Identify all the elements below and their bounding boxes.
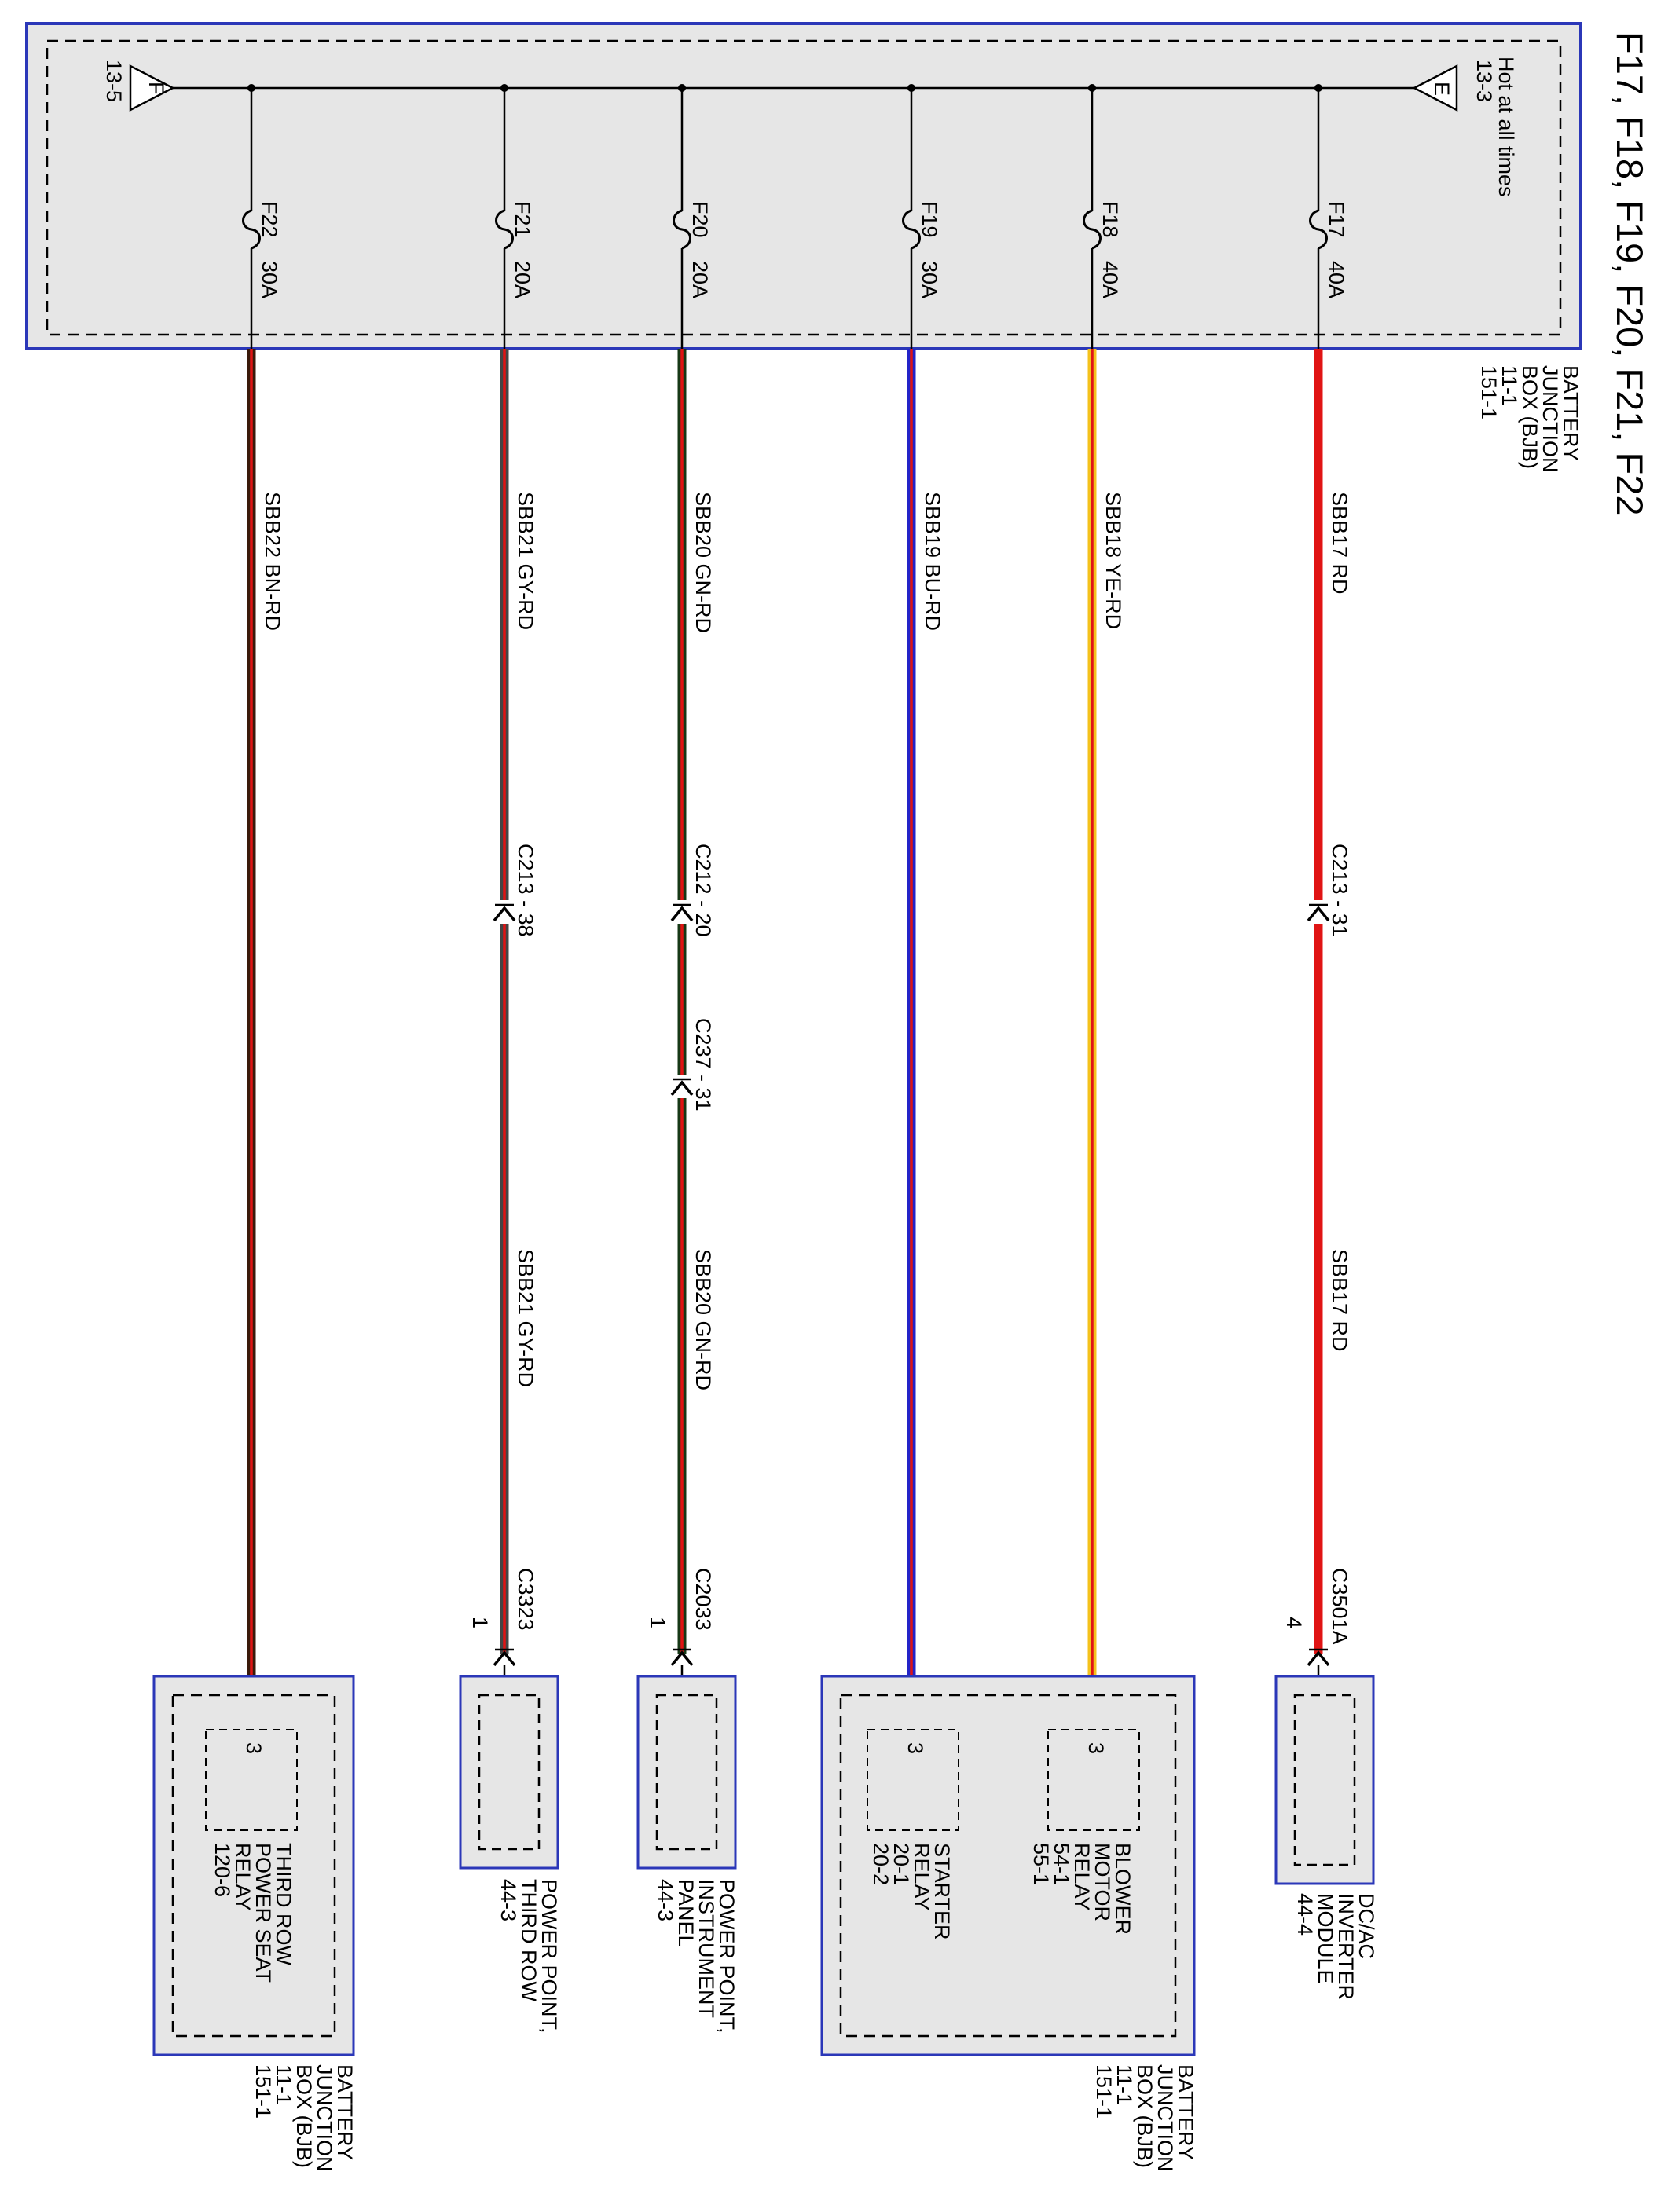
end-connector-f21-chevron <box>493 1650 516 1667</box>
connector-c212-f20-chevron <box>670 906 694 922</box>
fuse-rating-f19: 30A <box>918 261 941 298</box>
device-dcac-inverter-inner <box>1293 1694 1356 1866</box>
fuse-symbol-f22 <box>242 209 261 250</box>
off-page-ref-e-letter: E <box>1430 82 1454 96</box>
fuse-rating-f21: 20A <box>511 261 534 298</box>
fuse-label-f19: F19 <box>918 201 941 238</box>
off-page-ref-e-note: Hot at all times <box>1494 57 1518 197</box>
wire-label-f20: SBB20 GN-RD <box>691 492 715 633</box>
bjb-bottom-a: 3 BLOWER MOTOR RELAY 54-1 55-1 3 STARTER… <box>820 1675 1197 2177</box>
device-dcac-inverter-module: DC/AC INVERTER MODULE 44-4 <box>1274 1675 1378 2006</box>
off-page-ref-f-page: 13-5 <box>102 60 126 102</box>
wire-label-f17: SBB17 RD <box>1328 492 1351 595</box>
blower-motor-relay-label: BLOWER MOTOR RELAY 54-1 55-1 <box>1029 1843 1135 1941</box>
wire-label-2-f17: SBB17 RD <box>1328 1249 1351 1352</box>
fuse-label-f17: F17 <box>1325 201 1348 238</box>
bjb-bottom-a-inner <box>839 1694 1177 2038</box>
blower-motor-relay-box <box>1047 1729 1140 1831</box>
bjb-top-box <box>25 22 1582 350</box>
wire-label-f21: SBB21 GY-RD <box>514 492 537 630</box>
power-seat-relay-box <box>205 1729 298 1831</box>
fuse-symbol-f19 <box>902 209 921 250</box>
wire-label-f22: SBB22 BN-RD <box>261 492 284 631</box>
end-connector-pin-f17: 4 <box>1282 1617 1306 1628</box>
fuse-symbol-f18 <box>1083 209 1102 250</box>
power-seat-relay-pin: 3 <box>242 1742 266 1754</box>
device-power-point-third-row: POWER POINT, THIRD ROW 44-3 <box>459 1675 561 2039</box>
power-point-ip-inner <box>655 1694 718 1851</box>
power-point-3rd-inner <box>478 1694 541 1851</box>
wire-label-f19: SBB19 BU-RD <box>921 492 944 631</box>
bjb-bottom-b-box <box>152 1675 355 2056</box>
fuse-symbol-f17 <box>1309 209 1328 250</box>
power-seat-relay-label: THIRD ROW POWER SEAT RELAY 120-6 <box>211 1843 295 1988</box>
end-connector-label-f20: C2033 <box>691 1568 715 1631</box>
device-dcac-inverter-box <box>1274 1675 1375 1885</box>
bjb-bottom-b-inner <box>171 1694 336 2038</box>
bjb-bottom-b: 3 THIRD ROW POWER SEAT RELAY 120-6 BATTE… <box>152 1675 357 2177</box>
bjb-bottom-a-label: BATTERY JUNCTION BOX (BJB) 11-1 151-1 <box>1092 2064 1197 2177</box>
power-point-3rd-label: POWER POINT, THIRD ROW 44-3 <box>497 1879 561 2039</box>
end-connector-label-f21: C3323 <box>514 1568 537 1631</box>
fuse-symbol-f21 <box>495 209 514 250</box>
bjb-top-label: BATTERY JUNCTION BOX (BJB) 11-1 151-1 <box>1477 365 1582 478</box>
connector-label-c213-f17: C213 - 31 <box>1328 844 1351 937</box>
end-connector-pin-f20: 1 <box>646 1617 669 1628</box>
device-power-point-instrument-panel: POWER POINT, INSTRUMENT PANEL 44-3 <box>636 1675 739 2039</box>
starter-relay-box <box>867 1729 959 1831</box>
off-page-ref-e-page: 13-3 <box>1472 60 1496 102</box>
off-page-ref-f-triangle <box>129 64 175 112</box>
off-page-ref-e-triangle <box>1412 64 1458 112</box>
circuits-layer: F17 40A SBB17 RD C213 - 31 SBB17 RD C3501A 4 F1… <box>242 84 1351 1730</box>
fuse-rating-f20: 20A <box>688 261 712 298</box>
fuse-label-f18: F18 <box>1098 201 1122 238</box>
fuse-rating-f17: 40A <box>1325 261 1348 298</box>
power-point-3rd-box <box>459 1675 559 1870</box>
off-page-ref-f-letter: F <box>145 82 168 95</box>
connector-label-c212-f20: C212 - 20 <box>691 844 715 937</box>
fuse-label-f22: F22 <box>258 201 281 238</box>
wire-label-f18: SBB18 YE-RD <box>1102 492 1125 629</box>
fuse-label-f20: F20 <box>688 201 712 238</box>
fuse-symbol-f20 <box>673 209 691 250</box>
connector-label-c237-f20: C237 - 31 <box>691 1018 715 1111</box>
bjb-bottom-b-label: BATTERY JUNCTION BOX (BJB) 11-1 151-1 <box>251 2064 357 2177</box>
starter-relay-pin: 3 <box>904 1742 927 1754</box>
blower-motor-relay-pin: 3 <box>1084 1742 1108 1754</box>
wire-label-2-f20: SBB20 GN-RD <box>691 1249 715 1390</box>
end-connector-f17-chevron <box>1307 1650 1330 1667</box>
power-point-ip-box <box>636 1675 737 1870</box>
connector-c213-f21-chevron <box>493 906 516 922</box>
fuse-label-f21: F21 <box>511 201 534 238</box>
connector-c237-f20-chevron <box>670 1080 694 1097</box>
device-dcac-inverter-label: DC/AC INVERTER MODULE 44-4 <box>1293 1893 1378 2006</box>
wire-label-2-f21: SBB21 GY-RD <box>514 1249 537 1387</box>
end-connector-f20-chevron <box>670 1650 694 1667</box>
diagram-title: F17, F18, F19, F20, F21, F22 <box>1609 31 1651 516</box>
fuse-rating-f18: 40A <box>1098 261 1122 298</box>
connector-label-c213-f21: C213 - 38 <box>514 844 537 937</box>
power-point-ip-label: POWER POINT, INSTRUMENT PANEL 44-3 <box>654 1879 739 2039</box>
end-connector-label-f17: C3501A <box>1328 1568 1351 1645</box>
fuse-rating-f22: 30A <box>258 261 281 298</box>
connector-c213-f17-chevron <box>1307 906 1330 922</box>
starter-relay-label: STARTER RELAY 20-1 20-2 <box>869 1843 954 1946</box>
end-connector-pin-f21: 1 <box>468 1617 492 1628</box>
bjb-bottom-a-box <box>820 1675 1196 2056</box>
